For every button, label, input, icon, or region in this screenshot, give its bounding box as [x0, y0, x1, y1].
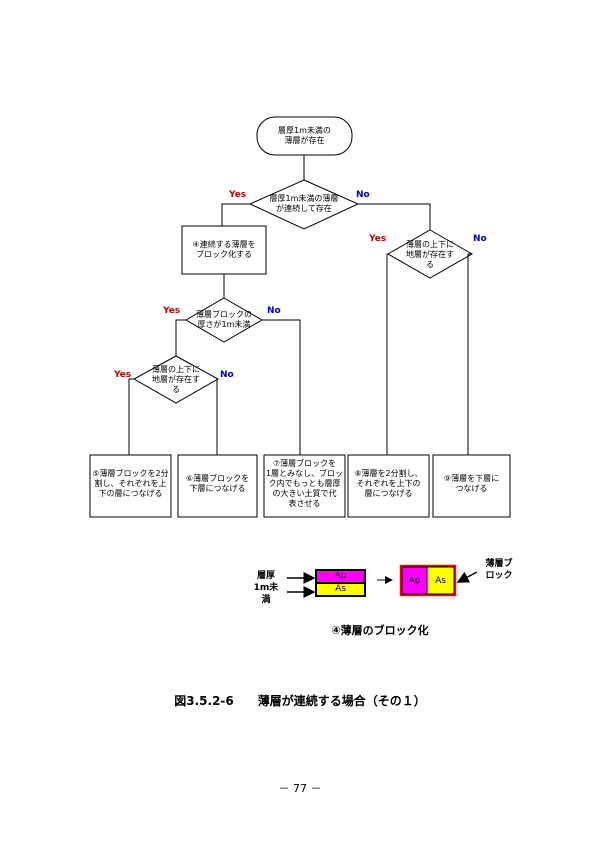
decision-2-no: No [267, 306, 281, 316]
page-number: － 77 － [278, 782, 322, 795]
result-6-label: ⑥薄層ブロックを 下層につなげる [185, 474, 250, 493]
illustration-left-label: 層厚 1m未 満 [253, 571, 279, 605]
decision-4 [386, 229, 474, 279]
decision-3-label: 薄層の上下に 地層が存在す る [152, 365, 200, 394]
block-illustration [287, 564, 478, 598]
decision-2-label: 薄層ブロックの 厚さが1m未満 [196, 310, 252, 329]
decision-1 [248, 179, 360, 230]
result-8-box [347, 454, 430, 518]
layer-as-right [426, 566, 455, 595]
result-6-box [177, 454, 258, 518]
illustration-right-label: 薄層ブ ロック [485, 559, 513, 581]
figure-caption: 図3.5.2-6 薄層が連続する場合（その１） [174, 694, 426, 708]
layer-ap-right-text: Ap [408, 576, 421, 586]
decision-3-no: No [220, 370, 234, 380]
result-5-label: ⑤薄層ブロックを2分 割し、それぞれを上 下の層につなげる [92, 469, 169, 498]
result-7-label: ⑦薄層ブロックを 1層とみなし、ブロッ ク内でもっとも層厚 の大きい土質で代 表… [265, 459, 344, 508]
result-9-label: ⑨薄層を下層に つなげる [443, 474, 500, 493]
decision-1-no: No [356, 190, 370, 200]
block-outline [399, 564, 457, 597]
layer-as-right-text: As [435, 576, 446, 586]
decision-3-yes: Yes [114, 370, 132, 380]
decision-1-yes: Yes [229, 190, 247, 200]
decision-3 [132, 355, 220, 404]
process-4-box [181, 225, 267, 275]
decision-2-yes: Yes [163, 306, 181, 316]
result-7-box [263, 454, 346, 518]
decision-4-label: 薄層の上下に 地層が存在す る [406, 240, 454, 269]
decision-2 [185, 297, 263, 343]
decision-4-yes: Yes [369, 234, 387, 244]
start-label: 層厚1m未満の 薄層が存在 [278, 126, 331, 145]
layer-ap-right [401, 566, 428, 595]
result-9-box [432, 454, 511, 518]
result-8-label: ⑧薄層を2分割し、 それぞれを上下の 層につなげる [354, 469, 423, 498]
illustration-caption: ④薄層のブロック化 [331, 624, 429, 637]
layer-as-left [315, 582, 366, 597]
layer-ap-left-text: Ap [334, 571, 347, 581]
layer-as-left-text: As [335, 584, 346, 594]
result-5-box [89, 454, 172, 518]
decision-1-label: 層厚1m未満の薄層 が連続して存在 [269, 194, 339, 213]
arrow-block-label [456, 571, 478, 583]
decision-4-no: No [473, 234, 487, 244]
process-4-label: ④連続する薄層を ブロック化する [192, 240, 256, 259]
